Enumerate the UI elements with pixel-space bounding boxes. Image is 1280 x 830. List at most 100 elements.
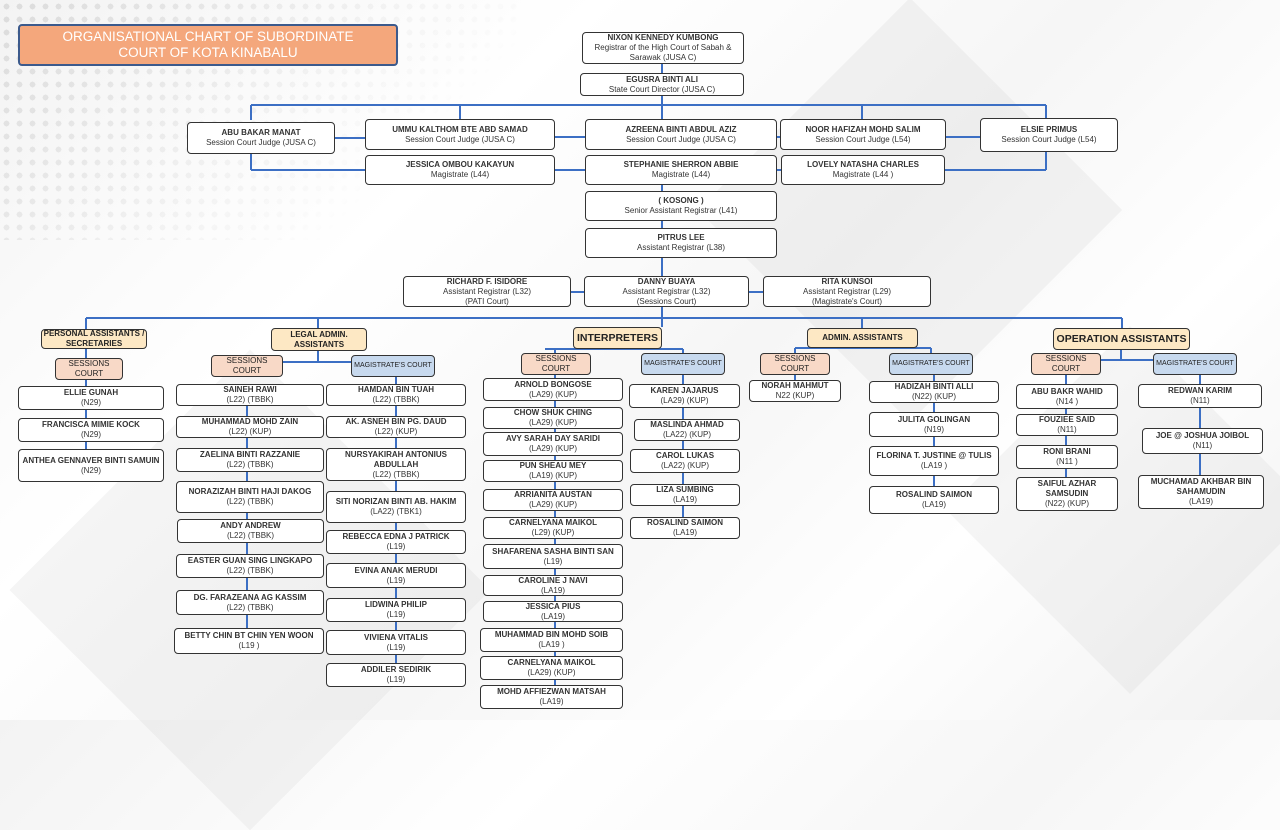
person-name: SITI NORIZAN BINTI AB. HAKIM [335, 497, 457, 506]
staff-node: EASTER GUAN SING LINGKAPO(L22) (TBBK) [176, 554, 324, 578]
staff-node: ARRIANITA AUSTAN(LA29) (KUP) [483, 489, 623, 511]
staff-node: ROSALIND SAIMON(LA19) [630, 517, 740, 539]
position-title: (N11) [1190, 396, 1210, 405]
position-title: (LA29) (KUP) [527, 668, 576, 677]
staff-node: ANTHEA GENNAVER BINTI SAMUIN(N29) [18, 449, 164, 482]
position-title: Senior Assistant Registrar (L41) [624, 206, 738, 215]
person-name: RONI BRANI [1043, 447, 1091, 456]
position-title: (L19 ) [238, 641, 260, 650]
position-title: (L22) (TBBK) [372, 469, 420, 479]
magistrates-court-header: MAGISTRATE'S COURT [351, 355, 435, 377]
staff-node: EVINA ANAK MERUDI(L19) [326, 563, 466, 588]
person-name: AZREENA BINTI ABDUL AZIZ [625, 124, 737, 134]
staff-node: ADDILER SEDIRIK(L19) [326, 663, 466, 687]
registrar-node: ( KOSONG )Senior Assistant Registrar (L4… [585, 191, 777, 221]
person-name: PUN SHEAU MEY [519, 461, 587, 470]
staff-node: FLORINA T. JUSTINE @ TULIS(LA19 ) [869, 446, 999, 476]
person-name: ARNOLD BONGOSE [514, 379, 592, 389]
staff-node: MASLINDA AHMAD(LA22) (KUP) [634, 419, 740, 441]
category-header: LEGAL ADMIN. ASSISTANTS [271, 328, 367, 351]
staff-node: LIDWINA PHILIP(L19) [326, 598, 466, 622]
staff-node: CAROL LUKAS(LA22) (KUP) [630, 449, 740, 473]
person-name: REBECCA EDNA J PATRICK [342, 532, 450, 541]
person-name: STEPHANIE SHERRON ABBIE [623, 160, 739, 169]
person-name: EASTER GUAN SING LINGKAPO [187, 556, 313, 565]
position-title: Magistrate (L44) [430, 170, 490, 179]
magistrates-court-header: MAGISTRATE'S COURT [1153, 353, 1237, 375]
person-name: AVY SARAH DAY SARIDI [506, 434, 600, 443]
staff-node: HADIZAH BINTI ALLI(N22) (KUP) [869, 381, 999, 403]
position-title: (LA19) [672, 495, 697, 504]
staff-node: REDWAN KARIM(N11) [1138, 384, 1262, 408]
position-title: Session Court Judge (L54) [815, 134, 911, 144]
person-name: CARNELYANA MAIKOL [507, 658, 596, 667]
staff-node: CAROLINE J NAVI(LA19) [483, 575, 623, 596]
position-title: (L22) (TBBK) [226, 566, 274, 575]
person-name: ANTHEA GENNAVER BINTI SAMUIN [22, 455, 160, 465]
staff-node: CHOW SHUK CHING(LA29) (KUP) [483, 407, 623, 429]
staff-node: DG. FARAZEANA AG KASSIM(L22) (TBBK) [176, 590, 324, 615]
staff-node: FOUZIEE SAID(N11) [1016, 414, 1118, 436]
position-title: (LA19 ) [538, 640, 565, 649]
staff-node: SITI NORIZAN BINTI AB. HAKIM(LA22) (TBK1… [326, 491, 466, 523]
position-title: (N19) [923, 424, 944, 434]
position-title: (N29) [80, 398, 101, 407]
person-name: UMMU KALTHOM BTE ABD SAMAD [392, 124, 528, 134]
person-name: LIDWINA PHILIP [365, 600, 427, 609]
staff-node: BETTY CHIN BT CHIN YEN WOON(L19 ) [174, 628, 324, 654]
position-title: (LA29) (KUP) [528, 500, 577, 509]
person-name: CAROL LUKAS [655, 451, 715, 460]
person-name: REDWAN KARIM [1168, 386, 1232, 395]
person-name: HAMDAN BIN TUAH [358, 385, 434, 394]
person-name: NORAH MAHMUT [761, 381, 829, 390]
person-name: ABU BAKR WAHID [1031, 386, 1103, 396]
position-title: (L22) (TBBK) [226, 497, 274, 506]
position-title: N22 (KUP) [775, 391, 815, 400]
staff-node: MUCHAMAD AKHBAR BIN SAHAMUDIN(LA19) [1138, 475, 1264, 509]
person-name: PITRUS LEE [657, 233, 705, 242]
position-title: Session Court Judge (JUSA C) [626, 134, 736, 144]
position-title: (L22) (TBBK) [372, 395, 420, 404]
court-assignment: (PATI Court) [465, 296, 509, 306]
sessions-court-header: SESSIONS COURT [55, 358, 123, 380]
staff-node: SHAFARENA SASHA BINTI SAN(L19) [483, 544, 623, 569]
staff-node: ANDY ANDREW(L22) (TBBK) [177, 519, 324, 543]
magistrates-court-header: MAGISTRATE'S COURT [889, 353, 973, 375]
sessions-court-header: SESSIONS COURT [760, 353, 830, 375]
person-name: KAREN JAJARUS [650, 386, 719, 395]
chart-title-line-2: COURT OF KOTA KINABALU [118, 45, 298, 60]
position-title: (LA22) (TBK1) [370, 507, 422, 516]
position-title: (L29) (KUP) [531, 528, 575, 537]
person-name: CARNELYANA MAIKOL [508, 518, 597, 527]
category-header: ADMIN. ASSISTANTS [807, 328, 918, 348]
position-title: (L19) [386, 610, 406, 619]
person-name: FRANCISCA MIMIE KOCK [42, 420, 140, 429]
person-name: MOHD AFFIEZWAN MATSAH [497, 687, 606, 696]
person-name: NURSYAKIRAH ANTONIUS ABDULLAH [345, 449, 447, 469]
position-title: State Court Director (JUSA C) [608, 84, 716, 94]
position-title: (N11 ) [1056, 457, 1078, 466]
staff-node: AVY SARAH DAY SARIDI(LA29) (KUP) [483, 432, 623, 456]
position-title: Magistrate (L44) [651, 170, 711, 179]
staff-node: VIVIENA VITALIS(L19) [326, 630, 466, 655]
position-title: (LA19) [539, 697, 564, 706]
staff-node: LIZA SUMBING(LA19) [630, 484, 740, 506]
person-name: ANDY ANDREW [220, 521, 281, 530]
person-name: FOUZIEE SAID [1038, 415, 1095, 424]
position-title: Assistant Registrar (L38) [636, 243, 726, 252]
person-name: EVINA ANAK MERUDI [354, 565, 438, 575]
person-name: NOOR HAFIZAH MOHD SALIM [805, 124, 921, 134]
position-title: Session Court Judge (JUSA C) [405, 134, 515, 144]
person-name: SAIFUL AZHAR SAMSUDIN [1037, 479, 1097, 498]
person-name: EGUSRA BINTI ALI [626, 74, 698, 84]
person-name: NIXON KENNEDY KUMBONG [607, 33, 719, 42]
staff-node: JULITA GOLINGAN(N19) [869, 412, 999, 437]
person-name: ( KOSONG ) [658, 196, 704, 205]
staff-node: JESSICA PIUS(LA19) [483, 601, 623, 622]
staff-node: ROSALIND SAIMON(LA19) [869, 486, 999, 514]
position-title: (N29) [80, 465, 101, 475]
